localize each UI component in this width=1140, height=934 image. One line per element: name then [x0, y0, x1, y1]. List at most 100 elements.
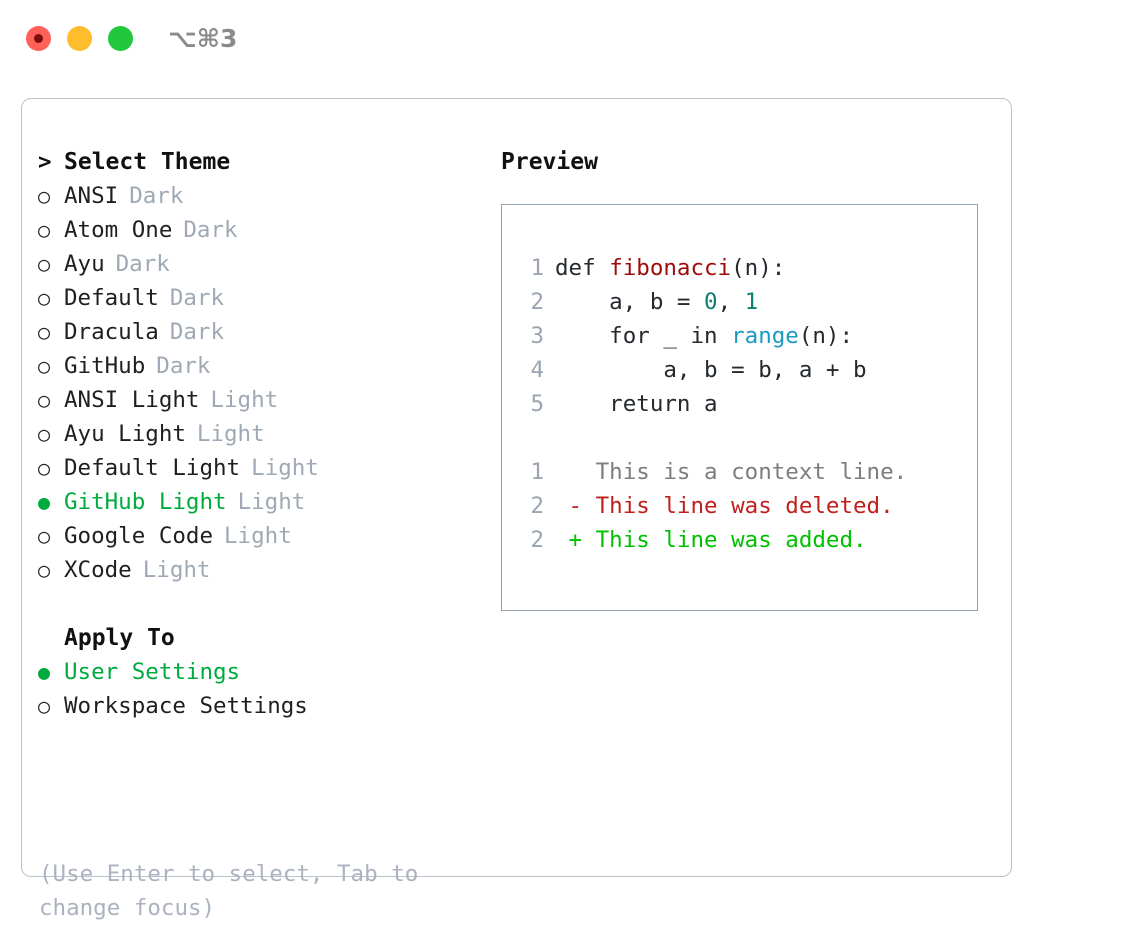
code-line: 3 for _ in range(n):: [514, 319, 964, 353]
line-number: 1: [530, 459, 544, 485]
diff-line-text: - This line was deleted.: [555, 493, 894, 519]
theme-name: Default Light: [64, 455, 241, 481]
code-diff-spacer: [514, 421, 964, 455]
diff-line: 1 This is a context line.: [514, 455, 964, 489]
code-line: 1 def fibonacci(n):: [514, 251, 964, 285]
code-token-num: 0: [704, 289, 718, 315]
select-theme-header: > Select Theme: [38, 145, 468, 179]
theme-variant-tag: Dark: [156, 353, 211, 379]
keyboard-shortcut-label: ⌥⌘3: [168, 24, 238, 53]
line-number: 5: [530, 391, 544, 417]
radio-unselected-icon[interactable]: ○: [38, 320, 51, 344]
code-token-plain: def: [555, 255, 610, 281]
radio-unselected-icon[interactable]: ○: [38, 252, 51, 276]
line-number: 2: [530, 493, 544, 519]
diff-line: 2 + This line was added.: [514, 523, 964, 557]
theme-name: XCode: [64, 557, 132, 583]
theme-list-item[interactable]: ● GitHub Light Light: [38, 485, 468, 519]
apply-to-header: ○ Apply To: [38, 621, 468, 655]
theme-name: Google Code: [64, 523, 214, 549]
radio-unselected-icon[interactable]: ○: [38, 422, 51, 446]
apply-to-list: ● User Settings ○ Workspace Settings: [38, 655, 468, 723]
theme-name: GitHub Light: [64, 489, 227, 515]
traffic-light-group: [26, 26, 133, 51]
line-number: 1: [530, 255, 544, 281]
radio-selected-icon[interactable]: ●: [38, 660, 51, 684]
code-line-text: def fibonacci(n):: [555, 251, 785, 285]
theme-name: Ayu Light: [64, 421, 186, 447]
line-number: 2: [530, 289, 544, 315]
code-token-call: range: [731, 323, 799, 349]
apply-to-title: Apply To: [64, 625, 175, 651]
radio-unselected-icon[interactable]: ○: [38, 456, 51, 480]
theme-name: GitHub: [64, 353, 146, 379]
apply-to-item[interactable]: ○ Workspace Settings: [38, 689, 468, 723]
theme-variant-tag: Dark: [169, 285, 225, 311]
radio-unselected-icon[interactable]: ○: [38, 286, 51, 310]
apply-to-label: User Settings: [64, 659, 241, 685]
theme-variant-tag: Light: [237, 489, 306, 515]
theme-name: Ayu: [64, 251, 105, 277]
theme-variant-tag: Dark: [169, 319, 225, 345]
select-theme-title: Select Theme: [64, 149, 231, 175]
preview-title: Preview: [501, 149, 598, 175]
radio-unselected-icon[interactable]: ○: [38, 694, 51, 718]
code-token-plain: ,: [717, 289, 745, 315]
close-window-button[interactable]: [26, 26, 51, 51]
code-token-plain: return a: [555, 391, 718, 417]
theme-name: Atom One: [64, 217, 173, 243]
diff-line-text: This is a context line.: [555, 459, 908, 485]
radio-unselected-icon[interactable]: ○: [38, 524, 51, 548]
caret-icon: >: [38, 149, 52, 175]
theme-list-item[interactable]: ○ Dracula Dark: [38, 315, 468, 349]
radio-selected-icon[interactable]: ●: [38, 490, 51, 514]
theme-name: ANSI: [64, 183, 119, 209]
code-token-num: 1: [744, 289, 759, 315]
radio-unselected-icon[interactable]: ○: [38, 558, 51, 582]
code-token-plain: (n):: [798, 323, 854, 349]
theme-list-item[interactable]: ○ Ayu Light Light: [38, 417, 468, 451]
diff-sample: 1 This is a context line.2 - This line w…: [514, 455, 964, 557]
apply-to-label: Workspace Settings: [64, 693, 308, 719]
theme-list-item[interactable]: ○ GitHub Dark: [38, 349, 468, 383]
radio-unselected-icon[interactable]: ○: [38, 184, 51, 208]
diff-line-text: + This line was added.: [555, 527, 867, 553]
code-token-plain: a, b = b, a + b: [555, 357, 867, 383]
code-line-text: a, b = 0, 1: [555, 285, 758, 319]
spacer-icon: ○: [38, 621, 64, 655]
apply-to-item[interactable]: ● User Settings: [38, 655, 468, 689]
theme-variant-tag: Light: [196, 421, 265, 447]
code-token-plain: (n):: [731, 255, 786, 281]
line-number: 3: [530, 323, 544, 349]
radio-unselected-icon[interactable]: ○: [38, 388, 51, 412]
theme-list-item[interactable]: ○ Google Code Light: [38, 519, 468, 553]
theme-name: Dracula: [64, 319, 159, 345]
keyboard-hint-text: (Use Enter to select, Tab to change focu…: [39, 861, 419, 921]
diff-line: 2 - This line was deleted.: [514, 489, 964, 523]
code-line-text: for _ in range(n):: [555, 319, 853, 353]
preview-column: Preview: [501, 145, 991, 179]
minimize-window-button[interactable]: [67, 26, 92, 51]
line-number: 4: [530, 357, 544, 383]
radio-unselected-icon[interactable]: ○: [38, 354, 51, 378]
theme-variant-tag: Light: [224, 523, 292, 549]
code-line: 2 a, b = 0, 1: [514, 285, 964, 319]
code-line: 4 a, b = b, a + b: [514, 353, 964, 387]
code-line-text: a, b = b, a + b: [555, 353, 867, 387]
line-number: 2: [530, 527, 544, 553]
radio-unselected-icon[interactable]: ○: [38, 218, 51, 242]
maximize-window-button[interactable]: [108, 26, 133, 51]
